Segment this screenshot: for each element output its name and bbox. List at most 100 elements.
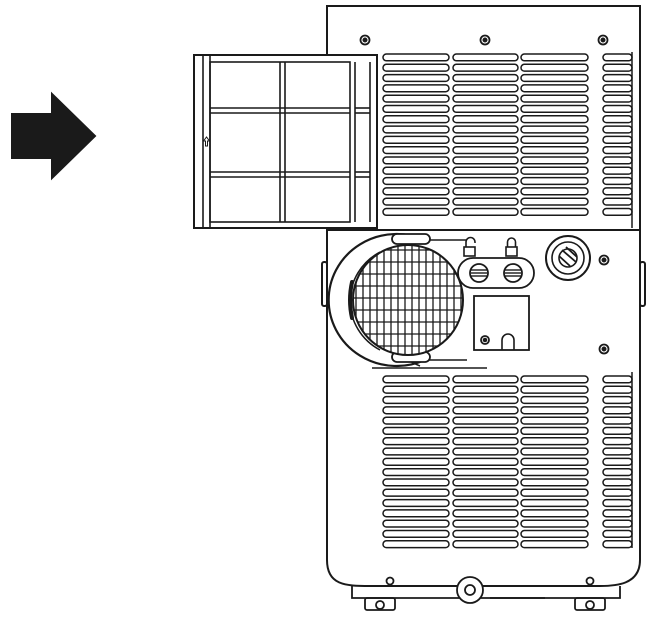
grille-slat xyxy=(520,53,589,62)
grille-slat xyxy=(382,84,450,93)
grille-slat xyxy=(452,375,519,384)
top-screws xyxy=(359,34,609,46)
grille-slat xyxy=(452,207,519,217)
middle-screws xyxy=(598,254,610,355)
grille-slat xyxy=(452,145,519,155)
grille-slat xyxy=(382,63,450,72)
grille-slat xyxy=(602,426,633,436)
duct-ring-outer xyxy=(327,232,426,368)
grille-slat xyxy=(452,467,519,477)
grille-slat xyxy=(452,73,519,83)
grille-slat xyxy=(452,53,519,62)
grille-slat xyxy=(452,84,519,93)
grille-slat xyxy=(602,395,633,405)
grille-slat xyxy=(452,63,519,72)
grille-slat xyxy=(382,104,450,114)
grille-slat xyxy=(602,478,633,487)
cord-box xyxy=(473,295,530,351)
grille-slat xyxy=(382,375,450,384)
grille-slat xyxy=(382,529,450,539)
grille-slat xyxy=(520,488,589,497)
right-handle xyxy=(639,261,646,307)
caster-left xyxy=(364,597,396,611)
grille-slat xyxy=(520,416,589,425)
grille-slat xyxy=(602,467,633,477)
grille-slat xyxy=(382,406,450,415)
grille-slat xyxy=(382,385,450,394)
grille-slat xyxy=(452,457,519,466)
grille-slat xyxy=(602,187,633,196)
grille-slat xyxy=(382,426,450,436)
air-conditioner-unit xyxy=(321,5,646,587)
grille-slat xyxy=(602,125,633,134)
grille-slat xyxy=(452,406,519,415)
grille-slat xyxy=(520,385,589,394)
grille-slat xyxy=(602,135,633,144)
grille-slat xyxy=(520,207,589,217)
grille-slat xyxy=(382,156,450,165)
grille-slat xyxy=(520,176,589,186)
grille-slat xyxy=(452,416,519,425)
grille-slat xyxy=(382,498,450,508)
grille-slat xyxy=(520,84,589,93)
grille-slat xyxy=(520,115,589,124)
grille-slat xyxy=(602,406,633,415)
grille-slat xyxy=(452,94,519,103)
grille-slat xyxy=(452,437,519,446)
air-filter xyxy=(193,54,378,229)
grille-slat xyxy=(382,207,450,217)
grille-slat xyxy=(520,395,589,405)
grille-slat xyxy=(520,478,589,487)
grille-slat xyxy=(520,197,589,206)
grille-slat xyxy=(520,509,589,518)
grille-slat xyxy=(382,447,450,456)
grille-slat xyxy=(452,125,519,134)
grille-slat xyxy=(602,385,633,394)
grille-slat xyxy=(602,437,633,446)
grille-slat xyxy=(520,145,589,155)
grille-slat xyxy=(602,145,633,155)
grille-slat xyxy=(520,166,589,175)
exhaust-outlet xyxy=(327,232,467,368)
grille-slat xyxy=(382,197,450,206)
grille-slat xyxy=(382,135,450,144)
grille-slat xyxy=(452,426,519,436)
up-arrow-icon xyxy=(202,136,211,147)
grille-slat xyxy=(520,519,589,528)
grille-slat xyxy=(452,519,519,528)
grille-slat xyxy=(452,156,519,165)
grille-slat xyxy=(382,467,450,477)
middle-panel xyxy=(327,229,640,369)
grille-slat xyxy=(520,426,589,436)
grille-slat xyxy=(452,509,519,518)
grille-slat xyxy=(602,156,633,165)
grille-slat xyxy=(452,447,519,456)
grille-slat xyxy=(520,125,589,134)
padlock-closed-icon xyxy=(505,237,518,257)
grille-slat xyxy=(602,63,633,72)
padlock-open-icon xyxy=(463,236,476,257)
grille-slat xyxy=(382,145,450,155)
grille-slat xyxy=(520,135,589,144)
grille-slat xyxy=(602,529,633,539)
grille-slat xyxy=(452,395,519,405)
grille-slat xyxy=(520,406,589,415)
grille-slat xyxy=(602,94,633,103)
grille-slat xyxy=(452,176,519,186)
grille-slat xyxy=(602,207,633,217)
grille-slat xyxy=(602,488,633,497)
grille-slat xyxy=(602,115,633,124)
grille-slat xyxy=(520,375,589,384)
drain-plug xyxy=(545,235,591,281)
grille-slat xyxy=(602,457,633,466)
grille-slat xyxy=(382,115,450,124)
grille-slat xyxy=(452,385,519,394)
grille-slat xyxy=(520,73,589,83)
grille-slat xyxy=(452,478,519,487)
grille-slat xyxy=(452,135,519,144)
grille-slat xyxy=(602,84,633,93)
grille-slat xyxy=(382,437,450,446)
knob-right xyxy=(503,263,523,283)
